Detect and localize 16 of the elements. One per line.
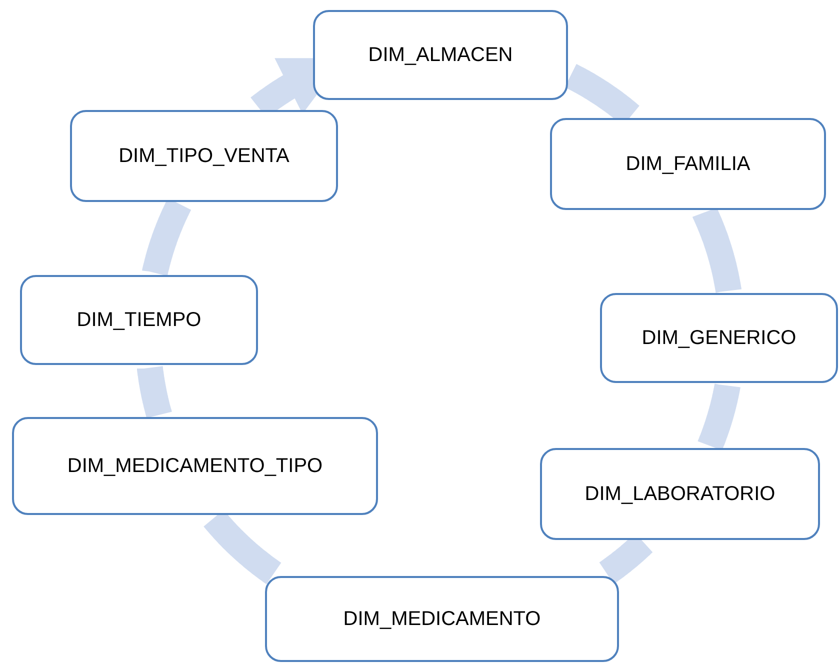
dimension-box [540, 448, 820, 540]
dimension-box [313, 10, 568, 100]
dimension-box [70, 110, 338, 202]
box-label: DIM_GENERICO [642, 326, 796, 351]
dimension-box [12, 417, 378, 515]
box-label: DIM_ALMACEN [368, 43, 513, 68]
box-label: DIM_MEDICAMENTO_TIPO [67, 454, 323, 479]
dimension-box [550, 118, 826, 210]
box-label: DIM_MEDICAMENTO [343, 607, 541, 632]
box-label: DIM_LABORATORIO [584, 482, 776, 507]
dimension-box [20, 275, 258, 365]
dimension-box [600, 293, 838, 383]
box-label: DIM_TIEMPO [76, 308, 202, 333]
dimension-box [265, 576, 619, 662]
box-label: DIM_FAMILIA [626, 152, 750, 177]
box-label: DIM_TIPO_VENTA [118, 144, 290, 169]
